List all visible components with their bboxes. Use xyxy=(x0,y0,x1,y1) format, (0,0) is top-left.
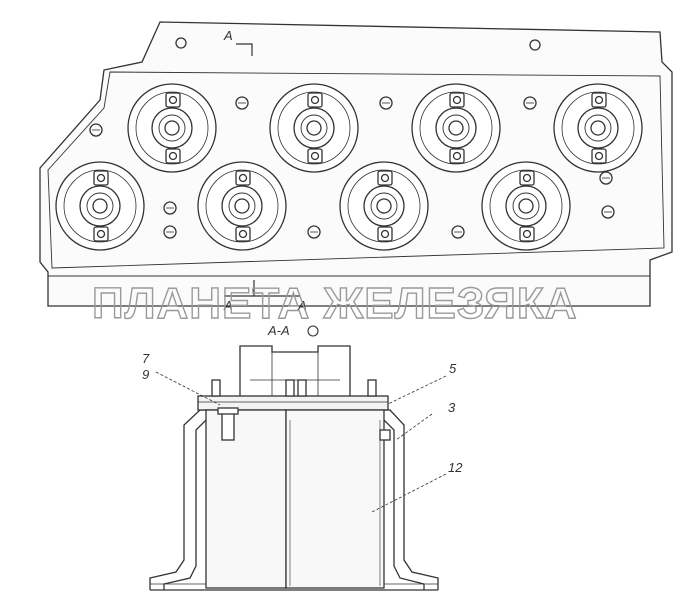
clamp-bolt xyxy=(307,92,323,108)
lower-coil-1 xyxy=(55,161,145,251)
mount-hole-1 xyxy=(89,123,103,137)
leader-lines xyxy=(155,371,447,513)
upper-coil-1 xyxy=(127,83,217,173)
clamp-bolt xyxy=(165,92,181,108)
section-marker-bottom: A A xyxy=(223,280,307,313)
rotate-symbol-icon xyxy=(307,325,319,337)
upper-coil-row xyxy=(127,83,643,173)
lower-coil-4 xyxy=(481,161,571,251)
callout-9: 9 xyxy=(142,367,149,382)
plate-hole-right xyxy=(529,39,541,51)
mount-hole-8 xyxy=(163,201,177,215)
section-letter-left: A xyxy=(223,298,233,313)
small-hole-set xyxy=(89,96,615,239)
upper-coil-4 xyxy=(553,83,643,173)
mount-hole-7 xyxy=(451,225,465,239)
upper-coil-2 xyxy=(269,83,359,173)
clamp-screw xyxy=(221,411,235,441)
clamp-bolt xyxy=(235,170,251,186)
mount-hole-10 xyxy=(599,171,613,185)
mount-hole-9 xyxy=(601,205,615,219)
mount-hole-2 xyxy=(235,96,249,110)
callout-5: 5 xyxy=(449,361,457,376)
plate-inner-outline xyxy=(47,71,665,269)
section-marker-top: A xyxy=(223,28,253,56)
watermark-text: ПЛАНЕТА ЖЕЛЕЗЯКА xyxy=(92,279,578,328)
terminal-right xyxy=(367,379,377,397)
terminal-mid-1 xyxy=(285,379,295,397)
clamp-bolt xyxy=(519,170,535,186)
upper-coil-3 xyxy=(411,83,501,173)
lower-coil-2 xyxy=(197,161,287,251)
terminal-left xyxy=(211,379,221,397)
section-letter-right: A xyxy=(297,298,307,313)
clamp-bolt xyxy=(377,170,393,186)
lower-coil-row xyxy=(55,161,571,251)
callout-12: 12 xyxy=(448,460,463,475)
coil-body-right xyxy=(285,409,385,589)
plate-hole-left xyxy=(175,37,187,49)
mount-hole-6 xyxy=(307,225,321,239)
clamp-bolt xyxy=(93,226,109,242)
callouts: 7 9 5 3 12 xyxy=(142,351,463,475)
top-view xyxy=(39,21,673,307)
clamp-bolt xyxy=(449,92,465,108)
clamp-bolt xyxy=(519,226,535,242)
terminal-mid-2 xyxy=(297,379,307,397)
mount-hole-4 xyxy=(523,96,537,110)
coil-head xyxy=(239,345,351,396)
clamp-bolt xyxy=(307,148,323,164)
clamp-bolt xyxy=(591,148,607,164)
clamp-bolt xyxy=(165,148,181,164)
coil-body-left xyxy=(205,409,287,589)
lower-coil-3 xyxy=(339,161,429,251)
mount-hole-5 xyxy=(163,225,177,239)
clamp-bolt xyxy=(235,226,251,242)
callout-7: 7 xyxy=(142,351,150,366)
mount-hole-3 xyxy=(379,96,393,110)
clamp-bolt xyxy=(377,226,393,242)
section-view xyxy=(149,345,439,591)
section-title: A-A xyxy=(267,323,290,338)
callout-3: 3 xyxy=(448,400,456,415)
clamp-bolt xyxy=(449,148,465,164)
clamp-bolt xyxy=(93,170,109,186)
clamp-bolt xyxy=(591,92,607,108)
section-letter: A xyxy=(223,28,233,43)
